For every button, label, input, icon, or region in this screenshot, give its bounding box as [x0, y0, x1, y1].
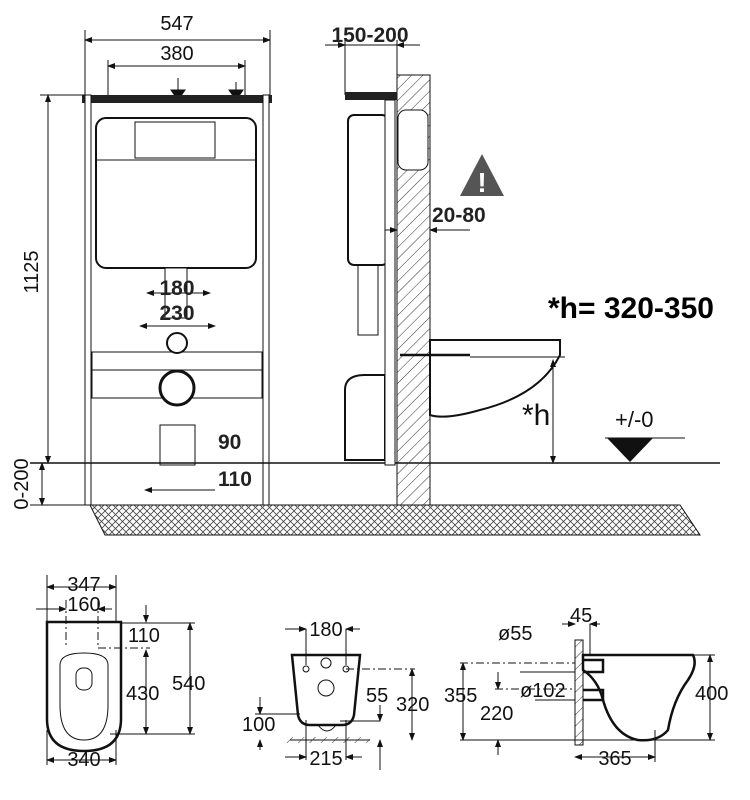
dim-400: 400 [695, 683, 728, 705]
dim-o55: ø55 [498, 623, 532, 645]
dim-160: 160 [67, 594, 100, 616]
dim-20-80: 20-80 [432, 204, 486, 227]
dim-o102: ø102 [520, 680, 566, 702]
ground-section [89, 504, 701, 536]
seat-height-note: *h= 320-350 [548, 292, 714, 325]
floor-level: +/-0 [615, 407, 654, 432]
dim-430: 430 [126, 683, 159, 705]
bowl-side-view: 45 ø55 ø102 355 220 400 365 [444, 605, 728, 770]
dim-45: 45 [570, 605, 592, 627]
dim-230: 230 [159, 302, 194, 325]
dim-0-200: 0-200 [11, 458, 33, 509]
dim-110: 110 [218, 468, 252, 491]
bowl-top-view: 347 160 110 430 540 340 [36, 574, 205, 771]
dim-1125: 1125 [21, 250, 43, 293]
dim-320: 320 [396, 694, 429, 716]
dim-340: 340 [67, 749, 100, 771]
dim-180: 180 [159, 277, 194, 300]
bowl-rear-view: 180 320 55 100 215 [242, 619, 429, 770]
dim-547: 547 [160, 13, 193, 35]
dim-355: 355 [444, 685, 477, 707]
dim-110-top: 110 [128, 625, 160, 647]
dim-380: 380 [160, 43, 193, 65]
seat-height-marker: *h [522, 399, 550, 432]
dim-100: 100 [242, 714, 275, 736]
dim-150-200: 150-200 [331, 24, 408, 47]
frame-side-view: 150-200 20-80 ! *h *h= 320-350 +/-0 [325, 24, 714, 506]
frame-front-view: 547 380 180 230 90 110 1125 0-200 [11, 13, 272, 510]
dim-220: 220 [480, 703, 513, 725]
dim-347: 347 [67, 574, 100, 596]
dim-365: 365 [598, 748, 631, 770]
dim-90: 90 [218, 431, 241, 454]
dim-180-rear: 180 [309, 619, 342, 641]
level-triangle-icon [607, 438, 653, 462]
dim-540: 540 [172, 673, 205, 695]
dim-215: 215 [309, 748, 342, 770]
warning-icon [460, 154, 504, 196]
svg-text:!: ! [477, 167, 486, 198]
dim-55: 55 [366, 685, 388, 707]
